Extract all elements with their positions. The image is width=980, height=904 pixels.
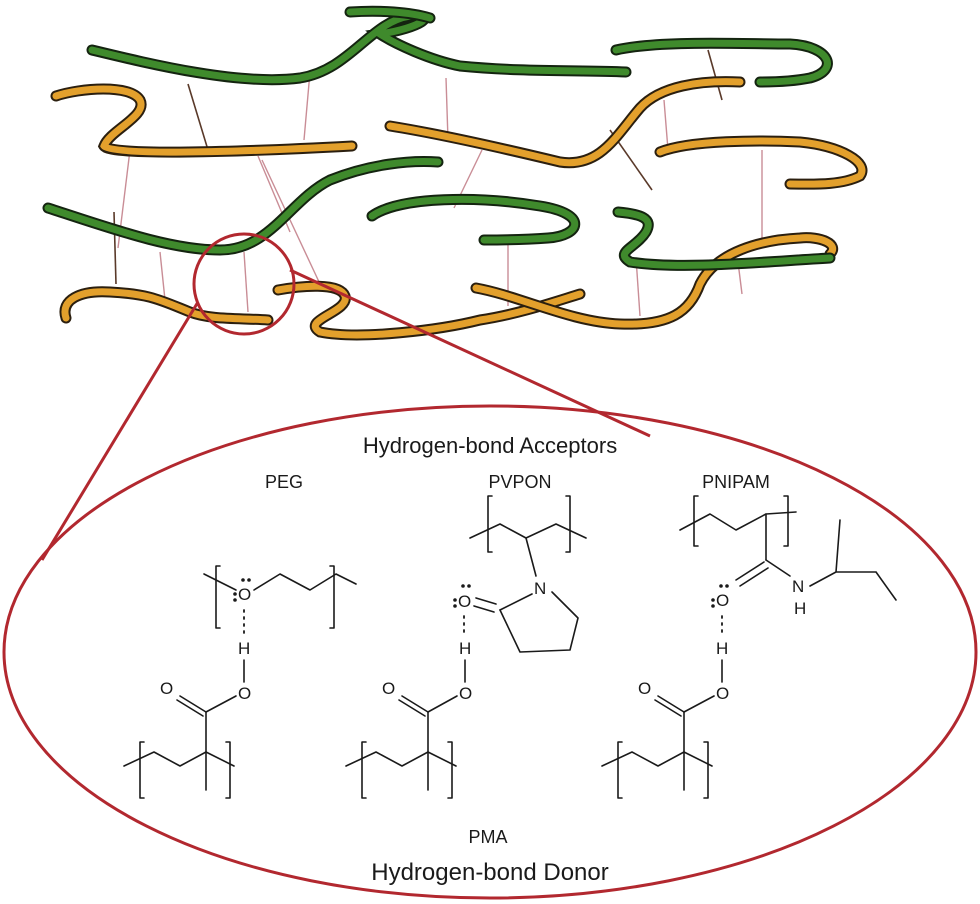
acceptor-name-peg: PEG	[265, 472, 303, 492]
zoom-line-right	[289, 268, 651, 438]
pma-structure-3: H O O	[601, 639, 729, 799]
hbond-links	[113, 49, 763, 317]
pvpon-structure: N O	[453, 495, 587, 653]
pvpon-oxygen: O	[458, 592, 471, 611]
pma3-oxygen-hydroxyl: O	[716, 684, 729, 703]
acceptors-title: Hydrogen-bond Acceptors	[363, 433, 617, 458]
pma2-oxygen-carbonyl: O	[382, 679, 395, 698]
pma-structure-2: H O O	[345, 639, 472, 799]
pma1-hydrogen: H	[238, 639, 250, 658]
pnipam-structure: N H O	[679, 495, 897, 637]
donor-title: Hydrogen-bond Donor	[371, 859, 608, 886]
pma2-hydrogen: H	[459, 639, 471, 658]
pma-structure-1: H O O	[123, 639, 251, 799]
zoom-circle	[192, 232, 296, 336]
pvpon-nitrogen: N	[534, 579, 546, 598]
acceptor-name-pnipam: PNIPAM	[702, 472, 770, 492]
pma3-oxygen-carbonyl: O	[638, 679, 651, 698]
donor-name: PMA	[468, 827, 507, 847]
pnipam-nitrogen: N	[792, 577, 804, 596]
pma3-hydrogen: H	[716, 639, 728, 658]
acceptor-name-pvpon: PVPON	[488, 472, 551, 492]
magnifier	[2, 232, 978, 900]
pma2-oxygen-hydroxyl: O	[459, 684, 472, 703]
pma1-oxygen-hydroxyl: O	[238, 684, 251, 703]
polymer-network	[42, 5, 868, 341]
orange-strands	[50, 76, 868, 341]
pnipam-oxygen: O	[716, 591, 729, 610]
zoom-line-left	[40, 301, 200, 561]
pnipam-amide-hydrogen: H	[794, 599, 806, 618]
peg-oxygen: O	[238, 585, 251, 604]
peg-structure: O	[203, 565, 357, 637]
zoom-ellipse	[2, 404, 978, 900]
pma1-oxygen-carbonyl: O	[160, 679, 173, 698]
green-strands	[42, 5, 836, 271]
